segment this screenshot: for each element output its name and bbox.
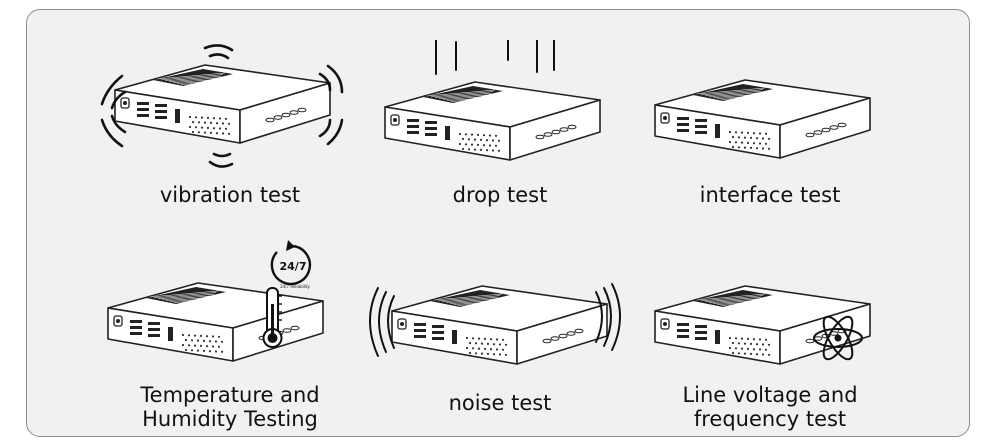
test-item-noise: noise test [350,238,650,443]
test-item-voltage: Line voltage and frequency test [620,238,920,443]
test-item-drop: drop test [350,40,650,245]
drop-lines-icon [435,40,555,75]
noise-device-icon [369,283,621,365]
mini-pc-icon [384,81,601,161]
test-label: interface test [699,183,841,207]
interface-device-icon [654,79,871,159]
test-label: Line voltage and frequency test [682,383,858,431]
voltage-device-icon [654,285,871,365]
test-item-vibration: vibration test [80,40,380,245]
mini-pc-icon [114,64,331,144]
test-item-interface: interface test [620,40,920,245]
test-label: noise test [448,391,552,415]
test-label: drop test [452,183,548,207]
clock-24-7-icon: 24/7 24/7 Reliability [270,240,312,289]
atom-icon [813,315,863,361]
test-item-temperature: 24/7 24/7 Reliability Temperature and Hu… [80,238,380,443]
mini-pc-icon [654,79,871,159]
thermometer-icon [262,287,283,348]
drop-device-icon [384,40,601,161]
mini-pc-icon [107,282,324,362]
temperature-device-icon: 24/7 24/7 Reliability [107,240,324,362]
svg-text:24/7: 24/7 [280,260,307,273]
test-label: vibration test [159,183,301,207]
sound-arcs-icon [369,283,621,357]
vibration-waves-icon [100,44,344,168]
test-label: Temperature and Humidity Testing [140,383,320,431]
svg-text:24/7 Reliability: 24/7 Reliability [280,284,310,289]
mini-pc-icon [654,285,871,365]
mini-pc-icon [391,285,608,365]
vibration-device-icon [100,44,344,168]
